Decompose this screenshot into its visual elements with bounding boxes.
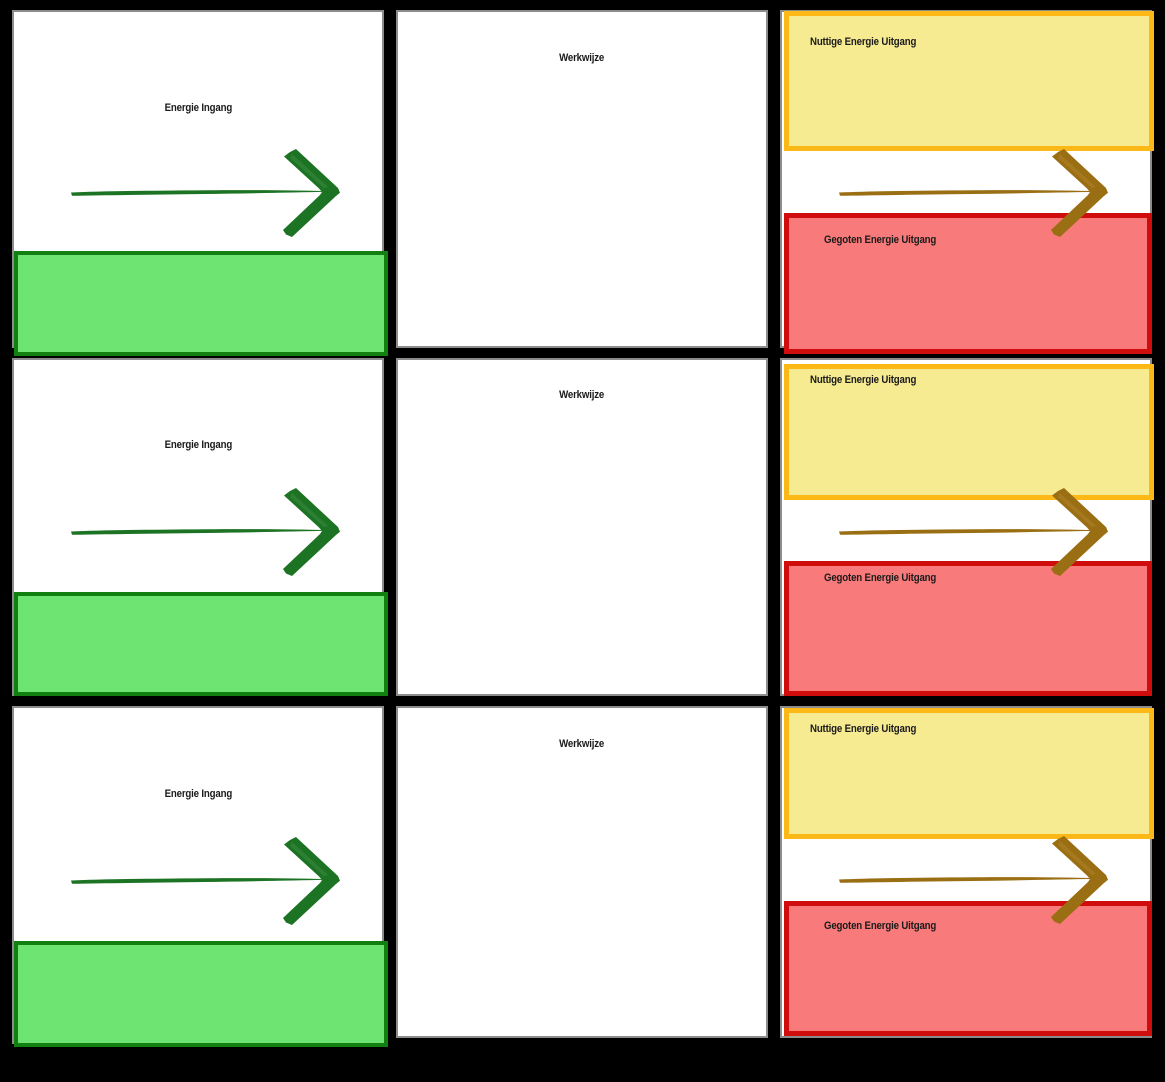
block-yellow-nuttige-energie[interactable] xyxy=(784,708,1154,839)
cell-r1c1-energie-ingang[interactable]: Energie Ingang xyxy=(12,10,388,356)
caption-werkwijze: Werkwijze xyxy=(559,738,605,750)
caption-gegoten-energie-uitgang: Gegoten Energie Uitgang xyxy=(824,572,937,584)
block-green-energie-ingang[interactable] xyxy=(14,251,388,356)
block-yellow-nuttige-energie[interactable] xyxy=(784,364,1154,500)
block-yellow-nuttige-energie[interactable] xyxy=(784,11,1154,151)
caption-energie-ingang: Energie Ingang xyxy=(164,102,232,114)
cell-r1c2-werkwijze[interactable]: Werkwijze xyxy=(396,10,768,348)
right-arrow-icon xyxy=(66,833,356,928)
cell-r2c2-werkwijze[interactable]: Werkwijze xyxy=(396,358,768,696)
caption-gegoten-energie-uitgang: Gegoten Energie Uitgang xyxy=(824,234,937,246)
caption-nuttige-energie-uitgang: Nuttige Energie Uitgang xyxy=(810,723,917,735)
cell-r2c3-energie-uitgang[interactable]: Nuttige Energie Uitgang Gegoten Energie … xyxy=(780,358,1154,696)
block-red-gegoten-energie[interactable] xyxy=(784,561,1152,696)
cell-r2c1-energie-ingang[interactable]: Energie Ingang xyxy=(12,358,388,696)
caption-gegoten-energie-uitgang: Gegoten Energie Uitgang xyxy=(824,920,937,932)
caption-nuttige-energie-uitgang: Nuttige Energie Uitgang xyxy=(810,36,917,48)
caption-energie-ingang: Energie Ingang xyxy=(164,439,232,451)
right-arrow-icon xyxy=(66,145,356,240)
cell-r3c2-werkwijze[interactable]: Werkwijze xyxy=(396,706,768,1038)
right-arrow-icon xyxy=(66,484,356,579)
cell-r1c3-energie-uitgang[interactable]: Nuttige Energie Uitgang Gegoten Energie … xyxy=(780,10,1154,354)
caption-nuttige-energie-uitgang: Nuttige Energie Uitgang xyxy=(810,374,917,386)
caption-werkwijze: Werkwijze xyxy=(559,52,605,64)
block-green-energie-ingang[interactable] xyxy=(14,941,388,1047)
block-green-energie-ingang[interactable] xyxy=(14,592,388,696)
caption-werkwijze: Werkwijze xyxy=(559,389,605,401)
caption-energie-ingang: Energie Ingang xyxy=(164,788,232,800)
cell-r3c3-energie-uitgang[interactable]: Nuttige Energie Uitgang Gegoten Energie … xyxy=(780,706,1154,1038)
cell-r3c1-energie-ingang[interactable]: Energie Ingang xyxy=(12,706,388,1047)
